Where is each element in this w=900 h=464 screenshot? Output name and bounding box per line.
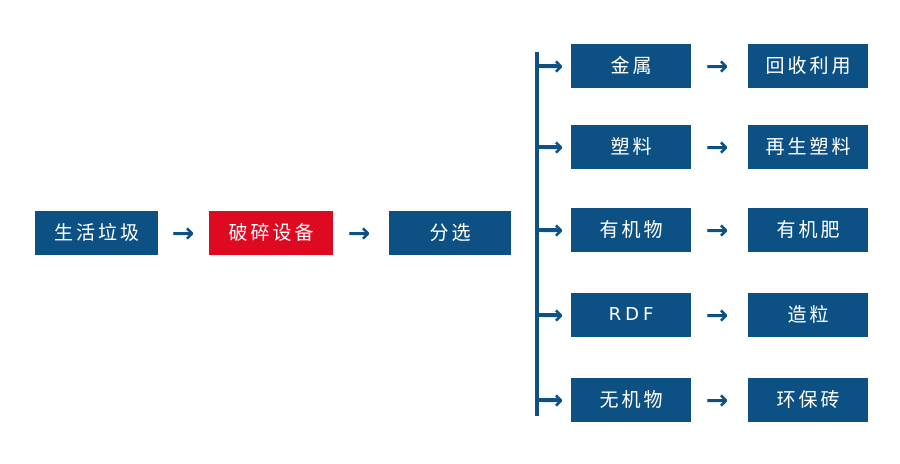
node-inorganic-output[interactable]: 环保砖 <box>748 378 868 422</box>
arrow-right-icon-trunk-to-organic: → <box>540 214 564 246</box>
arrow-right-icon-trunk-to-rdf: → <box>540 299 564 331</box>
node-organic-output[interactable]: 有机肥 <box>748 208 868 252</box>
branch-stub-metal <box>535 64 557 68</box>
node-plastic-input[interactable]: 塑料 <box>571 125 691 169</box>
arrow-right-icon-inorganic-to-eco-brick: → <box>705 384 729 416</box>
arrow-right-icon-rdf-to-pelletizing: → <box>705 299 729 331</box>
node-rdf-input[interactable]: RDF <box>571 293 691 337</box>
node-plastic-output[interactable]: 再生塑料 <box>748 125 868 169</box>
node-sorting[interactable]: 分选 <box>389 211 511 255</box>
arrow-right-icon-metal-to-recycle: → <box>705 50 729 82</box>
node-metal-input[interactable]: 金属 <box>571 44 691 88</box>
arrow-right-icon-trunk-to-plastic: → <box>540 131 564 163</box>
node-inorganic-input[interactable]: 无机物 <box>571 378 691 422</box>
arrow-right-icon-plastic-to-recycled-plastic: → <box>705 131 729 163</box>
arrow-right-icon-trunk-to-inorganic: → <box>540 384 564 416</box>
arrow-right-icon-msw-to-crusher: → <box>171 217 195 249</box>
node-rdf-output[interactable]: 造粒 <box>748 293 868 337</box>
branch-stub-plastic <box>535 145 557 149</box>
trunk-vertical-connector <box>535 52 539 416</box>
branch-stub-organic <box>535 228 557 232</box>
arrow-right-icon-trunk-to-metal: → <box>540 50 564 82</box>
node-crusher[interactable]: 破碎设备 <box>209 211 333 255</box>
arrow-right-icon-crusher-to-sorting: → <box>347 217 371 249</box>
branch-stub-inorganic <box>535 398 557 402</box>
arrow-right-icon-organic-to-fertilizer: → <box>705 214 729 246</box>
branch-stub-rdf <box>535 313 557 317</box>
node-msw[interactable]: 生活垃圾 <box>35 211 158 255</box>
node-metal-output[interactable]: 回收利用 <box>748 44 868 88</box>
node-organic-input[interactable]: 有机物 <box>571 208 691 252</box>
